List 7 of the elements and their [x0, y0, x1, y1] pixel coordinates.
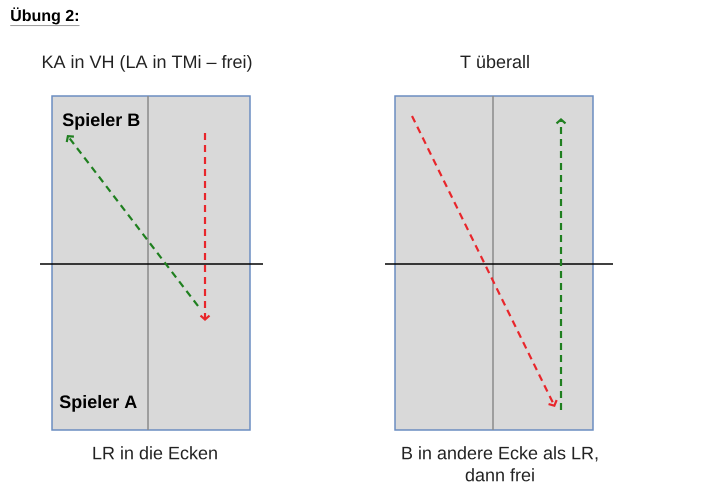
table-caption: LR in die Ecken [93, 446, 217, 460]
title: Übung 2: [10, 7, 80, 26]
player-label: Spieler B [62, 112, 140, 130]
table-caption: B in andere Ecke als LR, dann frei [402, 446, 598, 482]
player-label: Spieler A [60, 394, 137, 412]
table-heading: KA in VH (LA in TMi – frei) [42, 54, 252, 72]
table-heading: T überall [460, 54, 529, 68]
